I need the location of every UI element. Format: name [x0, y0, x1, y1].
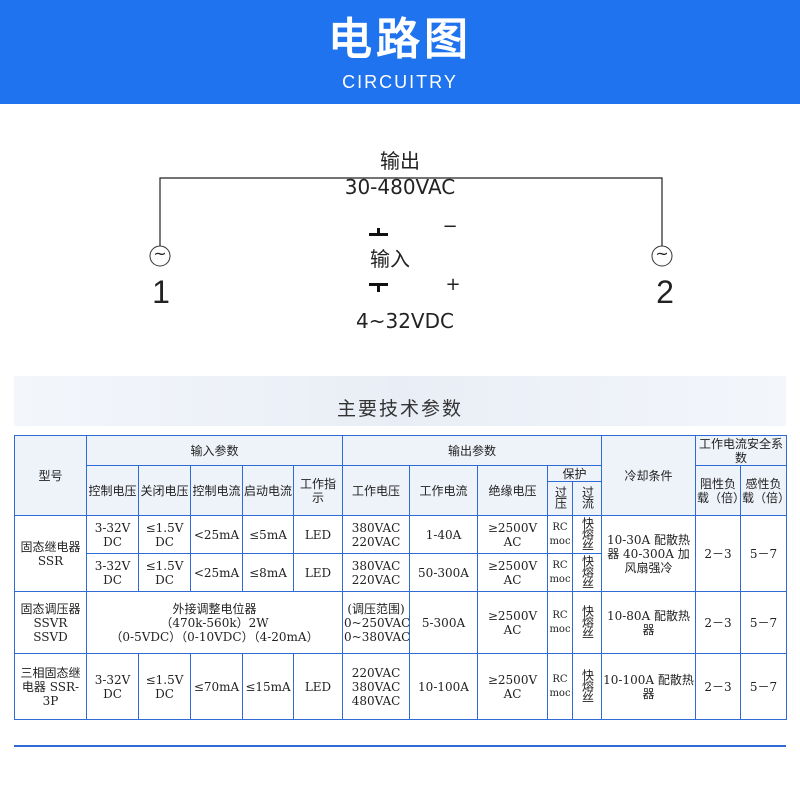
input-voltage: 4~32VDC	[356, 309, 454, 333]
model-ssvr: 固态调压器 SSVR SSVD	[14, 591, 87, 654]
header-indicator: 工作指示	[293, 465, 343, 516]
cell-ctrl-current: <25mA	[190, 553, 243, 592]
cell-ctrl-current: <25mA	[190, 515, 243, 554]
header-over-current: 过流	[572, 481, 602, 516]
cell-ssvr-input: 外接调整电位器 （470k-560k）2W （0-5VDC）（0-10VDC）（…	[86, 591, 343, 654]
output-voltage: 30-480VAC	[344, 175, 456, 199]
header-ctrl-current: 控制电流	[190, 465, 243, 516]
cell-indicator: LED	[293, 553, 343, 592]
cell-ctrl-voltage: 3-32V DC	[86, 553, 139, 592]
cell-indicator: LED	[293, 653, 343, 720]
cell-insulation: ≥2500V AC	[477, 515, 548, 554]
cell-ctrl-voltage: 3-32V DC	[86, 515, 139, 554]
header-work-current: 工作电流	[409, 465, 478, 516]
page-subtitle: CIRCUITRY	[342, 72, 458, 92]
cell-insulation: ≥2500V AC	[477, 653, 548, 720]
input-bar-bottom-stem	[377, 285, 380, 292]
cell-work-current: 5-300A	[409, 591, 478, 654]
table-row: 固态调压器 SSVR SSVD 外接调整电位器 （470k-560k）2W （0…	[14, 591, 788, 654]
cell-inductive-ssr: 5－7	[739, 515, 788, 592]
cell-work-current: 1-40A	[409, 515, 478, 554]
header-safety-factor: 工作电流安全系数	[694, 435, 788, 466]
cell-off-voltage: ≤1.5V DC	[138, 515, 191, 554]
cell-inductive-ssvr: 5－7	[739, 591, 788, 654]
cell-off-voltage: ≤1.5V DC	[138, 653, 191, 720]
minus-sign: −	[442, 216, 458, 237]
cell-resistive-ssvr: 2－3	[695, 591, 741, 654]
cell-cooling-ssr-3p: 10-100A 配散热器	[601, 653, 696, 720]
terminal-2-ac-symbol: ~	[655, 244, 669, 263]
header-work-voltage: 工作电压	[342, 465, 410, 516]
header-over-voltage: 过压	[547, 481, 573, 516]
header-output-params: 输出参数	[342, 435, 602, 466]
page-title: 电路图	[328, 14, 472, 65]
input-bar-top-stem	[377, 228, 380, 234]
cell-start-current: ≤8mA	[242, 553, 294, 592]
cell-indicator: LED	[293, 515, 343, 554]
output-label: 输出	[380, 149, 420, 173]
cell-over-voltage: RC moc	[547, 515, 573, 554]
table-row: 固态继电器 SSR 3-32V DC ≤1.5V DC <25mA ≤5mA L…	[14, 515, 788, 592]
cell-work-current: 10-100A	[409, 653, 478, 720]
header-cooling: 冷却条件	[601, 435, 696, 516]
spec-table-title: 主要技术参数	[336, 398, 463, 420]
terminal-1-circle	[149, 245, 171, 267]
cell-start-current: ≤15mA	[242, 653, 294, 720]
cell-cooling-ssvr: 10-80A 配散热器	[601, 591, 696, 654]
header-model: 型号	[14, 435, 87, 516]
cell-over-current: 快熔丝	[572, 653, 602, 720]
input-bar-bottom	[369, 283, 388, 286]
header-start-current: 启动电流	[242, 465, 294, 516]
terminal-1-ac-symbol: ~	[153, 244, 167, 263]
table-row: 3-32V DC ≤1.5V DC <25mA ≤8mA LED 380VAC …	[15, 553, 787, 592]
cell-resistive-ssr-3p: 2－3	[695, 653, 741, 720]
output-wire	[159, 177, 663, 246]
header-inductive-load: 感性负载（倍）	[739, 465, 788, 516]
header-resistive-load: 阻性负载（倍）	[695, 465, 741, 516]
spec-table: 型号 输入参数 输出参数 冷却条件 工作电流安全系数 控制电压 关闭电压 控制电…	[14, 435, 788, 720]
table-row: 三相固态继电器 SSR-3P 3-32V DC ≤1.5V DC ≤70mA ≤…	[14, 653, 788, 720]
header-banner: 电路图 CIRCUITRY	[0, 0, 800, 104]
header-input-params: 输入参数	[86, 435, 343, 466]
cell-resistive-ssr: 2－3	[695, 515, 741, 592]
input-label: 输入	[370, 247, 410, 271]
table-title-band	[14, 376, 786, 426]
header-insulation-voltage: 绝缘电压	[477, 465, 548, 516]
plus-sign: +	[445, 274, 461, 295]
terminal-2-circle	[651, 245, 673, 267]
cell-off-voltage: ≤1.5V DC	[138, 553, 191, 592]
cell-over-current: 快熔丝	[572, 553, 602, 592]
cell-cooling-ssr: 10-30A 配散热器 40-300A 加风扇强冷	[601, 515, 696, 592]
header-off-voltage: 关闭电压	[138, 465, 191, 516]
terminal-1-label: 1	[152, 274, 170, 310]
cell-work-current: 50-300A	[409, 553, 478, 592]
cell-over-current: 快熔丝	[572, 515, 602, 554]
cell-work-voltage: 380VAC 220VAC	[342, 515, 410, 554]
input-bar-top	[369, 233, 388, 236]
cell-work-voltage: 380VAC 220VAC	[342, 553, 410, 592]
circuit-diagram: ~ ~ 输出 30-480VAC − 输入 + 4~32VDC 1 2	[0, 104, 800, 374]
ssvr-input-line-2: （470k-560k）2W	[160, 615, 269, 630]
circuit-wiring	[149, 177, 673, 292]
cell-over-voltage: RC moc	[547, 553, 573, 592]
cell-ctrl-voltage: 3-32V DC	[86, 653, 139, 720]
ssvr-input-line-3: （0-5VDC）（0-10VDC）（4-20mA）	[110, 629, 319, 644]
cell-ctrl-current: ≤70mA	[190, 653, 243, 720]
cell-start-current: ≤5mA	[242, 515, 294, 554]
cell-insulation: ≥2500V AC	[477, 591, 548, 654]
terminal-2-label: 2	[656, 274, 674, 310]
cell-insulation: ≥2500V AC	[477, 553, 548, 592]
model-ssr: 固态继电器 SSR	[14, 515, 87, 592]
cell-over-voltage: RC moc	[547, 591, 573, 654]
ssvr-input-line-1: 外接调整电位器	[172, 601, 257, 616]
bottom-divider	[14, 745, 786, 747]
cell-over-voltage: RC moc	[547, 653, 573, 720]
header-ctrl-voltage: 控制电压	[86, 465, 139, 516]
cell-inductive-ssr-3p: 5－7	[739, 653, 788, 720]
cell-over-current: 快熔丝	[572, 591, 602, 654]
model-ssr-3p: 三相固态继电器 SSR-3P	[14, 653, 87, 720]
cell-work-voltage: (调压范围) 0~250VAC 0~380VAC	[342, 591, 410, 654]
header-protection: 保护	[547, 465, 602, 482]
cell-work-voltage: 220VAC 380VAC 480VAC	[342, 653, 410, 720]
